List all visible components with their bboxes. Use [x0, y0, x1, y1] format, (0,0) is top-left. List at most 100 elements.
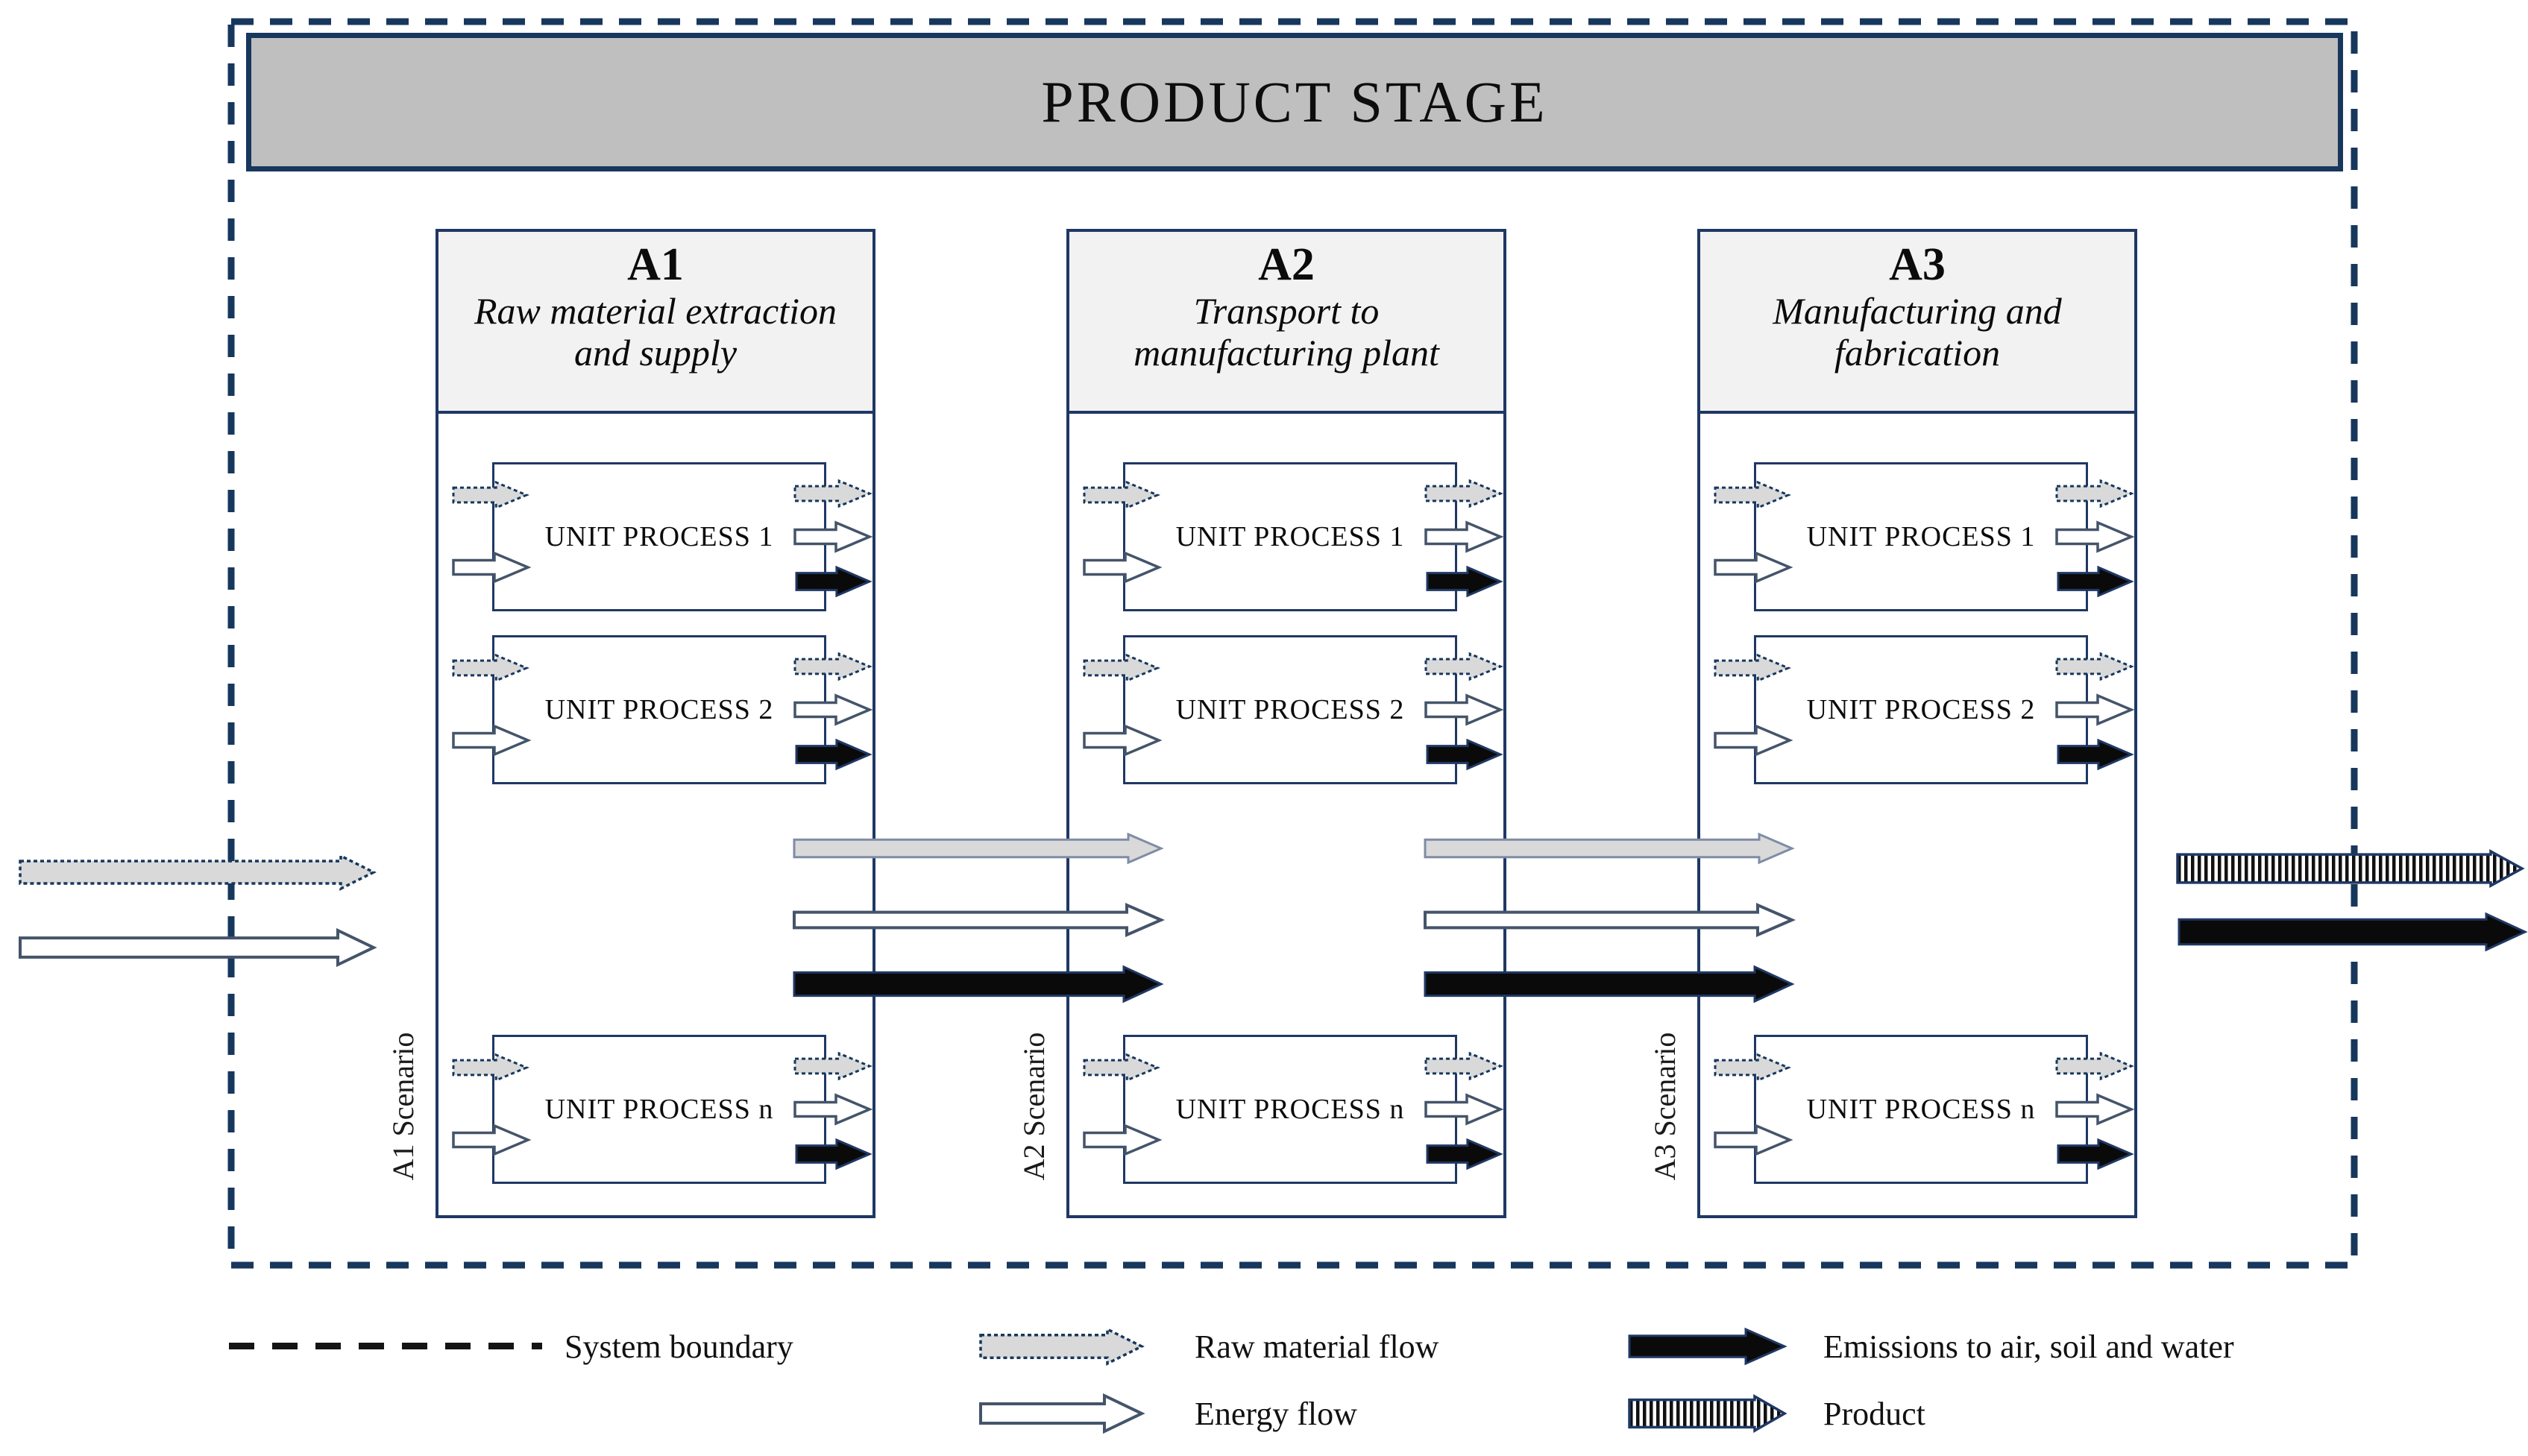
a1-a2-energy-arrow: [793, 902, 1166, 938]
unit-process-box: UNIT PROCESS 2: [492, 635, 826, 784]
unit-input-raw-material-arrow-icon: [1714, 653, 1791, 683]
system-boundary-line-sample: [229, 1343, 542, 1349]
unit-process-label: UNIT PROCESS n: [1806, 1094, 2036, 1125]
output-emissions-arrow: [2178, 912, 2528, 952]
unit-input-energy-arrow-icon: [1083, 724, 1163, 757]
unit-input-raw-material-arrow-icon: [1083, 653, 1160, 683]
unit-process-box: UNIT PROCESS 2: [1754, 635, 2088, 784]
legend-label-product: Product: [1823, 1395, 1925, 1432]
product-stage-title: PRODUCT STAGE: [1041, 69, 1548, 134]
unit-output-raw-material-arrow-icon: [1424, 652, 1503, 681]
unit-output-energy-arrow-icon: [1424, 693, 1504, 726]
unit-input-raw-material-arrow-icon: [1083, 480, 1160, 510]
product-stage-title-bar: PRODUCT STAGE: [246, 33, 2343, 171]
unit-process-label: UNIT PROCESS 2: [1806, 694, 2036, 725]
legend-emissions-arrow-icon: [1628, 1327, 1787, 1366]
unit-input-energy-arrow-icon: [452, 551, 532, 584]
output-product-arrow: [2176, 849, 2525, 888]
unit-input-energy-arrow-icon: [452, 1123, 532, 1156]
unit-output-energy-arrow-icon: [793, 520, 873, 553]
unit-process-box: UNIT PROCESS n: [1123, 1035, 1457, 1184]
unit-input-raw-material-arrow-icon: [452, 1053, 529, 1082]
unit-output-emissions-arrow-icon: [1426, 738, 1503, 771]
legend-raw-material-arrow-icon: [979, 1327, 1145, 1366]
unit-process-label: UNIT PROCESS 2: [544, 694, 774, 725]
unit-output-emissions-arrow-icon: [795, 565, 872, 598]
legend-product-arrow-icon: [1628, 1393, 1787, 1434]
a2-a3-raw-material-arrow: [1424, 832, 1795, 865]
unit-output-raw-material-arrow-icon: [2055, 1051, 2134, 1081]
unit-output-raw-material-arrow-icon: [793, 652, 872, 681]
unit-output-raw-material-arrow-icon: [793, 1051, 872, 1081]
legend-label-energy-flow: Energy flow: [1195, 1395, 1357, 1432]
input-raw-material-arrow: [19, 854, 377, 891]
unit-output-raw-material-arrow-icon: [793, 479, 872, 508]
unit-input-raw-material-arrow-icon: [1714, 480, 1791, 510]
unit-output-energy-arrow-icon: [1424, 1093, 1504, 1126]
unit-process-label: UNIT PROCESS 1: [1806, 521, 2036, 552]
unit-output-emissions-arrow-icon: [795, 1138, 872, 1170]
stage-code: A3: [1889, 239, 1946, 290]
unit-output-raw-material-arrow-icon: [2055, 479, 2134, 508]
unit-input-raw-material-arrow-icon: [1083, 1053, 1160, 1082]
a2-a3-energy-arrow: [1424, 902, 1796, 938]
a1-a2-emissions-arrow: [793, 965, 1164, 1003]
legend-energy-arrow-icon: [979, 1393, 1145, 1434]
unit-process-box: UNIT PROCESS 1: [1754, 462, 2088, 611]
a1-a2-raw-material-arrow: [793, 832, 1164, 865]
stage-name: Transport to manufacturing plant: [1133, 290, 1439, 374]
unit-input-energy-arrow-icon: [452, 724, 532, 757]
unit-output-emissions-arrow-icon: [2057, 565, 2134, 598]
unit-input-raw-material-arrow-icon: [452, 653, 529, 683]
unit-process-label: UNIT PROCESS 1: [1175, 521, 1405, 552]
unit-input-energy-arrow-icon: [1083, 551, 1163, 584]
unit-output-energy-arrow-icon: [2055, 693, 2135, 726]
unit-process-label: UNIT PROCESS n: [544, 1094, 774, 1125]
unit-output-energy-arrow-icon: [793, 693, 873, 726]
legend-label-emissions: Emissions to air, soil and water: [1823, 1328, 2234, 1365]
stage-name: Raw material extraction and supply: [474, 290, 837, 374]
unit-process-label: UNIT PROCESS 2: [1175, 694, 1405, 725]
unit-input-energy-arrow-icon: [1714, 551, 1793, 584]
unit-process-box: UNIT PROCESS 2: [1123, 635, 1457, 784]
unit-process-box: UNIT PROCESS 1: [492, 462, 826, 611]
unit-input-energy-arrow-icon: [1083, 1123, 1163, 1156]
input-energy-arrow: [19, 927, 377, 968]
unit-process-box: UNIT PROCESS 1: [1123, 462, 1457, 611]
scenario-label-a2: A2 Scenario: [1016, 1032, 1051, 1181]
scenario-label-a1: A1 Scenario: [386, 1032, 420, 1181]
unit-output-emissions-arrow-icon: [1426, 1138, 1503, 1170]
unit-process-label: UNIT PROCESS n: [1175, 1094, 1405, 1125]
unit-input-raw-material-arrow-icon: [1714, 1053, 1791, 1082]
a2-a3-emissions-arrow: [1424, 965, 1795, 1003]
stage-name: Manufacturing and fabrication: [1773, 290, 2062, 374]
unit-output-raw-material-arrow-icon: [2055, 652, 2134, 681]
legend-label-raw-material-flow: Raw material flow: [1195, 1328, 1439, 1365]
stage-code: A1: [627, 239, 684, 290]
unit-input-energy-arrow-icon: [1714, 1123, 1793, 1156]
unit-process-label: UNIT PROCESS 1: [544, 521, 774, 552]
legend-label-system-boundary: System boundary: [565, 1328, 793, 1365]
unit-output-emissions-arrow-icon: [2057, 1138, 2134, 1170]
stage-code: A2: [1258, 239, 1315, 290]
unit-input-energy-arrow-icon: [1714, 724, 1793, 757]
unit-process-box: UNIT PROCESS n: [492, 1035, 826, 1184]
unit-output-energy-arrow-icon: [2055, 1093, 2135, 1126]
unit-output-energy-arrow-icon: [1424, 520, 1504, 553]
unit-output-emissions-arrow-icon: [795, 738, 872, 771]
unit-output-energy-arrow-icon: [793, 1093, 873, 1126]
unit-input-raw-material-arrow-icon: [452, 480, 529, 510]
unit-output-raw-material-arrow-icon: [1424, 479, 1503, 508]
unit-output-raw-material-arrow-icon: [1424, 1051, 1503, 1081]
scenario-label-a3: A3 Scenario: [1647, 1032, 1682, 1181]
unit-output-emissions-arrow-icon: [2057, 738, 2134, 771]
unit-output-emissions-arrow-icon: [1426, 565, 1503, 598]
unit-output-energy-arrow-icon: [2055, 520, 2135, 553]
